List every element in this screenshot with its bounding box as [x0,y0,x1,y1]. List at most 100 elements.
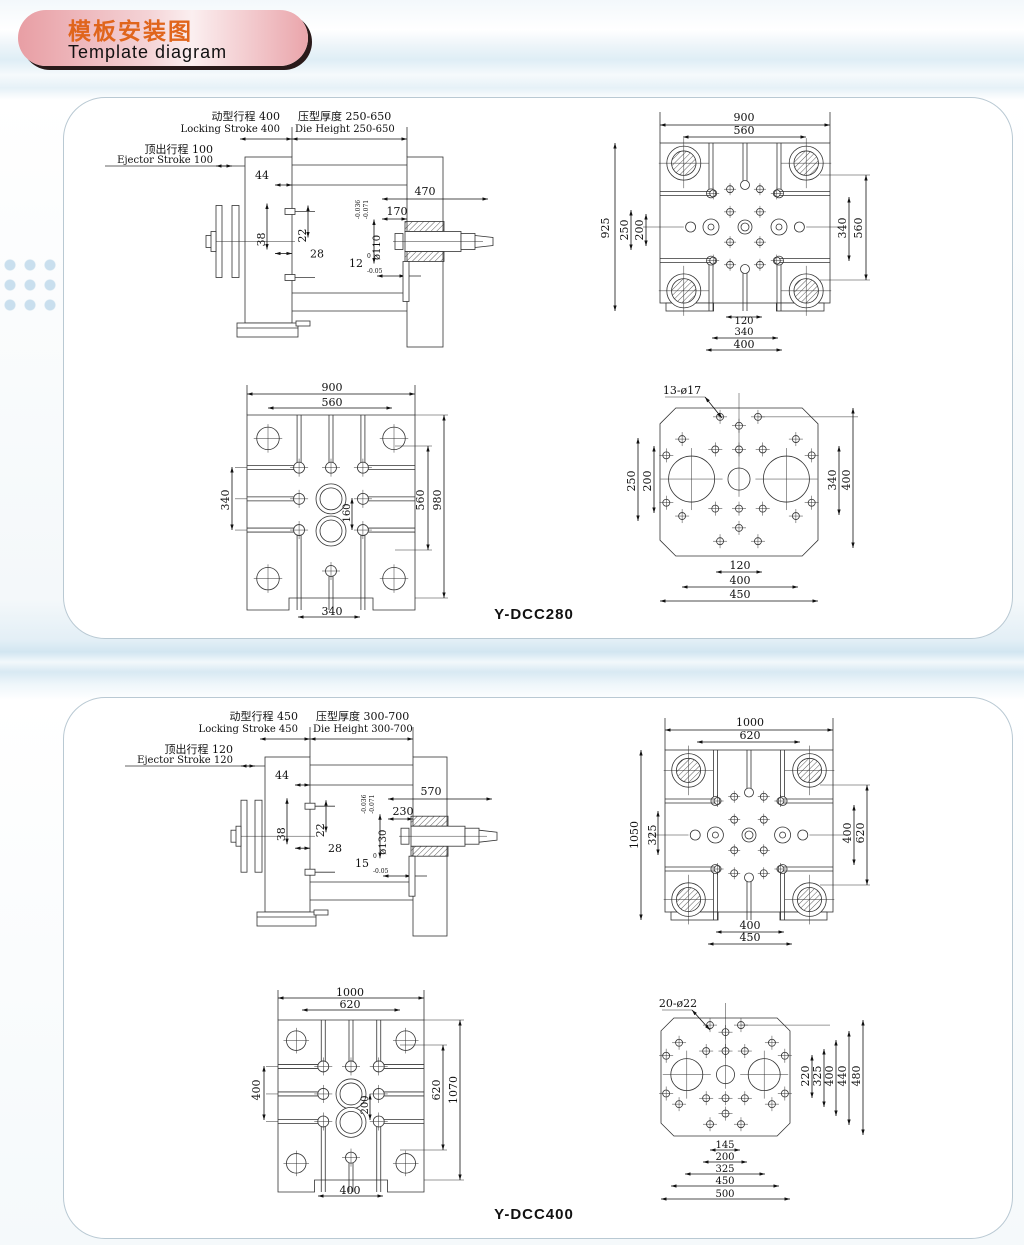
dimension-label: 980 [431,490,444,511]
dimension-label: 145 [715,1140,734,1151]
dimension-line [691,1009,711,1031]
dimension-label: -0.071 [363,200,370,219]
dimension-label: 170 [387,205,408,218]
hole-count-label: 13-ø17 [663,384,701,397]
die-height-cn: 压型厚度 250-650 [298,109,391,123]
dimension-label: 250 [625,471,638,492]
nozzle [478,829,498,843]
dimension-label: 340 [322,605,343,618]
dimension-label: 620 [340,998,361,1011]
hole [744,830,754,840]
hole [339,1110,363,1134]
dimension-label: 400 [841,823,854,844]
hole [339,1082,363,1106]
dimension-label: 450 [740,931,761,944]
dimension-label: 400 [840,470,853,491]
dimension-label: 620 [854,823,867,844]
center-hole [737,219,753,235]
hole [740,222,750,232]
dimension-label: 900 [322,381,343,394]
dimension-label: 400 [734,338,755,351]
drawing-rect [408,855,416,897]
dimension-label: -0.036 [361,794,368,813]
hole [707,826,724,844]
dimension-label: 325 [715,1164,734,1175]
dimension-label: 160 [342,503,353,522]
dimension-label: 38 [255,232,268,246]
dimension-label: 38 [275,827,288,841]
hole [319,487,343,511]
die-height-cn: 压型厚度 300-700 [316,709,409,723]
dimension-label: -0.05 [367,268,383,275]
dimension-label: 12 [349,257,363,270]
drawing-rect [256,911,317,927]
locking-stroke-cn: 动型行程 400 [212,109,281,123]
die-height-en: Die Height 300-700 [313,724,413,735]
dimension-label: 450 [715,1176,734,1187]
dimension-label: 340 [734,327,753,338]
ejector-stroke-cn: 顶出行程 100 [145,142,214,156]
nozzle [474,235,494,248]
drawing-rect [402,261,410,302]
drawing-rect [410,845,449,857]
hole [797,829,809,841]
dimension-label: 1000 [736,716,764,729]
dimension-label: 1000 [336,986,364,999]
dimension-label: 570 [421,785,442,798]
drawing-rect [404,251,445,262]
hole [685,221,696,233]
dimension-label: 560 [322,396,343,409]
dimension-label: -0.05 [373,868,389,875]
panel-y-dcc400 [63,697,1013,1239]
hole [794,221,805,233]
drawing-rect [404,221,445,232]
drawing-rect [304,802,316,810]
hole [740,180,750,190]
dimension-label: 15 [355,857,369,870]
dimension-label: 120 [734,316,753,327]
dimension-label: 250 [618,220,631,241]
locking-stroke-en: Locking Stroke 450 [199,724,298,735]
dimension-label: 500 [715,1189,734,1200]
dimension-label: 230 [393,805,414,818]
panel-y-dcc280 [63,97,1013,639]
dimension-label: 925 [599,218,612,239]
dimension-label: 1050 [628,821,641,849]
center-hole [741,827,757,843]
drawing-rect [410,815,449,827]
drawing-rect [235,825,242,847]
drawing-rect [210,231,217,252]
dimension-label: 620 [740,729,761,742]
dimension-label: 200 [641,471,654,492]
dimension-label: 900 [734,111,755,124]
dimension-label: 340 [219,490,232,511]
hole-count-label: 20-ø22 [659,997,697,1010]
hole [775,223,783,231]
dimension-label: 325 [646,825,659,846]
dimension-label: 400 [823,1066,836,1087]
hole [702,218,720,236]
dimension-line [704,396,723,419]
dimension-label: 22 [296,228,309,242]
drawing-rect [284,274,296,281]
ejector-stroke-en: Ejector Stroke 120 [137,755,233,766]
section-header: 模板安装图 Template diagram [18,10,308,66]
dimension-label: ø130 [378,830,389,855]
dimension-label: 325 [811,1066,824,1087]
dimension-label: 470 [415,185,436,198]
hole [689,829,701,841]
dimension-label: 28 [310,247,324,260]
dimension-label: 120 [730,559,751,572]
dimension-label: 1070 [447,1076,460,1104]
dimension-label: 44 [255,169,269,182]
hole [744,787,754,798]
drawing-rect [304,868,316,876]
dimension-label: 400 [740,919,761,932]
dimension-label: 400 [340,1184,361,1197]
model-title: Y-DCC400 [494,1206,574,1223]
